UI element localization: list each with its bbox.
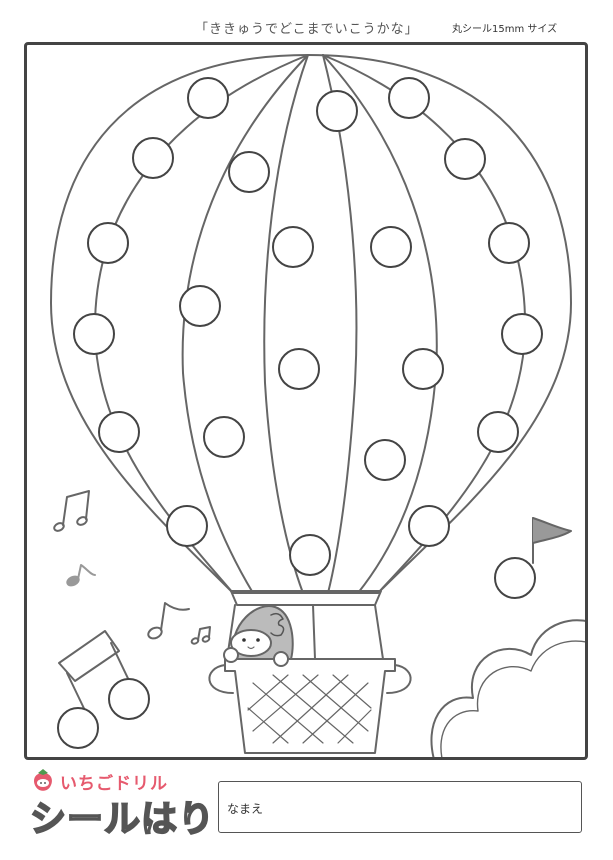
sticker-spot <box>57 707 99 749</box>
sticker-spot <box>203 416 245 458</box>
balloon-stripe <box>181 54 309 594</box>
balloon-illustration <box>50 54 585 757</box>
sticker-spot <box>408 505 450 547</box>
sticker-spot <box>444 138 486 180</box>
sticker-spot <box>179 285 221 327</box>
music-note-icon <box>190 626 211 645</box>
sticker-spot <box>364 439 406 481</box>
music-note-icon <box>53 490 90 532</box>
sticker-spot <box>278 348 320 390</box>
cloud <box>430 619 585 757</box>
brand-logo: いちごドリル <box>30 768 210 794</box>
strawberry-icon <box>30 768 56 798</box>
sticker-spot <box>228 151 270 193</box>
sticker-spot <box>272 226 314 268</box>
music-note-icon <box>532 517 572 564</box>
activity-title: シールはり <box>29 798 216 841</box>
basket-handle <box>386 664 412 694</box>
sticker-spot <box>488 222 530 264</box>
music-note-icon <box>66 564 96 587</box>
sticker-spot <box>316 90 358 132</box>
sticker-spot <box>132 137 174 179</box>
brand-name: いちごドリル <box>60 774 168 794</box>
sticker-size-note: 丸シール15mm サイズ <box>452 24 558 35</box>
name-label: なまえ <box>227 802 264 816</box>
sticker-spot <box>388 77 430 119</box>
sticker-spot <box>166 505 208 547</box>
sticker-spot <box>187 77 229 119</box>
sticker-spot <box>402 348 444 390</box>
balloon-stripe <box>263 54 309 594</box>
balloon-stripe <box>322 54 358 594</box>
sticker-spots <box>57 77 543 749</box>
balloon-rope <box>374 604 384 660</box>
basket <box>224 658 396 754</box>
sticker-spot <box>370 226 412 268</box>
sticker-spot <box>289 534 331 576</box>
name-field[interactable]: なまえ <box>218 781 582 833</box>
sticker-spot <box>73 313 115 355</box>
worksheet-title: 「ききゅうでどこまでいこうかな」 <box>195 22 419 37</box>
music-note-icon <box>147 602 190 640</box>
basket-handle <box>208 664 234 694</box>
sticker-spot <box>87 222 129 264</box>
sticker-spot <box>98 411 140 453</box>
sticker-spot <box>108 678 150 720</box>
worksheet-frame <box>24 42 588 760</box>
balloon-rope <box>312 604 316 660</box>
sticker-spot <box>501 313 543 355</box>
sticker-spot <box>477 411 519 453</box>
sticker-spot <box>494 557 536 599</box>
balloon-envelope <box>50 54 572 594</box>
